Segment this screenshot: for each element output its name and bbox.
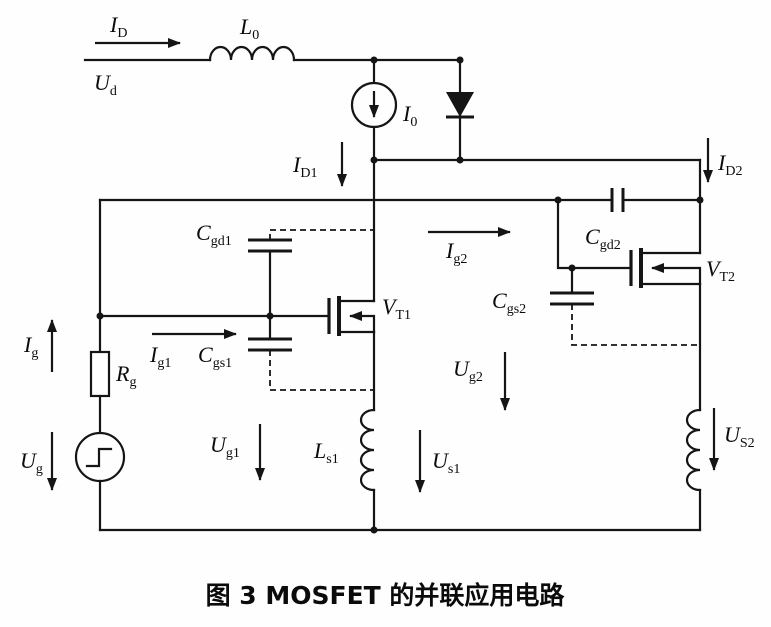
cap-cgs1 — [248, 314, 374, 391]
label-rg: Rg — [115, 361, 136, 390]
label-cgs2: Cgs2 — [492, 288, 526, 317]
label-ug2: Ug2 — [453, 356, 483, 385]
cgs1-source-dashed-link — [269, 350, 374, 391]
label-ig1: Ig1 — [149, 342, 171, 371]
cap-cgs2 — [550, 266, 700, 346]
label-id1: ID1 — [292, 152, 317, 181]
junction-dots — [96, 56, 704, 534]
step-waveform-icon — [85, 447, 113, 468]
figure-caption: 图 3 MOSFET 的并联应用电路 — [206, 581, 566, 610]
label-cgd2: Cgd2 — [585, 224, 621, 253]
mosfet-vt2 — [629, 248, 702, 288]
label-vt2: VT2 — [706, 256, 735, 285]
label-us1: Us1 — [432, 448, 460, 477]
right-rail — [685, 158, 702, 532]
label-i0: I0 — [402, 101, 417, 130]
cgs2-source-dashed-link — [571, 304, 700, 346]
diode-triangle — [446, 92, 474, 117]
cgd1-drain-dashed-link — [269, 229, 374, 240]
label-us2: US2 — [724, 422, 755, 451]
label-vt1: VT1 — [382, 294, 411, 323]
cap-cgd2 — [556, 188, 702, 212]
vt2-gate-wire — [556, 198, 633, 270]
freewheel-diode — [446, 58, 474, 162]
current-source-i0 — [350, 58, 398, 162]
labels: ID Ud L0 I0 ID1 ID2 Cgd1 Ig1 Cgs1 VT1 Rg… — [20, 12, 755, 477]
label-cgs1: Cgs1 — [198, 342, 232, 371]
label-ud: Ud — [94, 70, 117, 99]
label-ls1: Ls1 — [313, 438, 339, 467]
label-ig: Ig — [23, 332, 38, 361]
inductor-ls1 — [359, 330, 376, 532]
annotation-arrows — [47, 38, 719, 493]
label-cgd1: Cgd1 — [196, 220, 232, 249]
resistor-rg — [89, 350, 111, 398]
mosfet-vt1 — [327, 296, 376, 336]
inductor-l0 — [208, 45, 296, 62]
label-ug: Ug — [20, 448, 43, 477]
left-rail — [74, 198, 126, 532]
cap-cgd1 — [248, 229, 374, 318]
label-ug1: Ug1 — [210, 432, 240, 461]
label-l0: L0 — [239, 14, 259, 43]
label-id: ID — [109, 12, 127, 41]
inductor-ls2 — [685, 408, 702, 492]
label-ig2: Ig2 — [445, 238, 467, 267]
label-id2: ID2 — [717, 150, 742, 179]
